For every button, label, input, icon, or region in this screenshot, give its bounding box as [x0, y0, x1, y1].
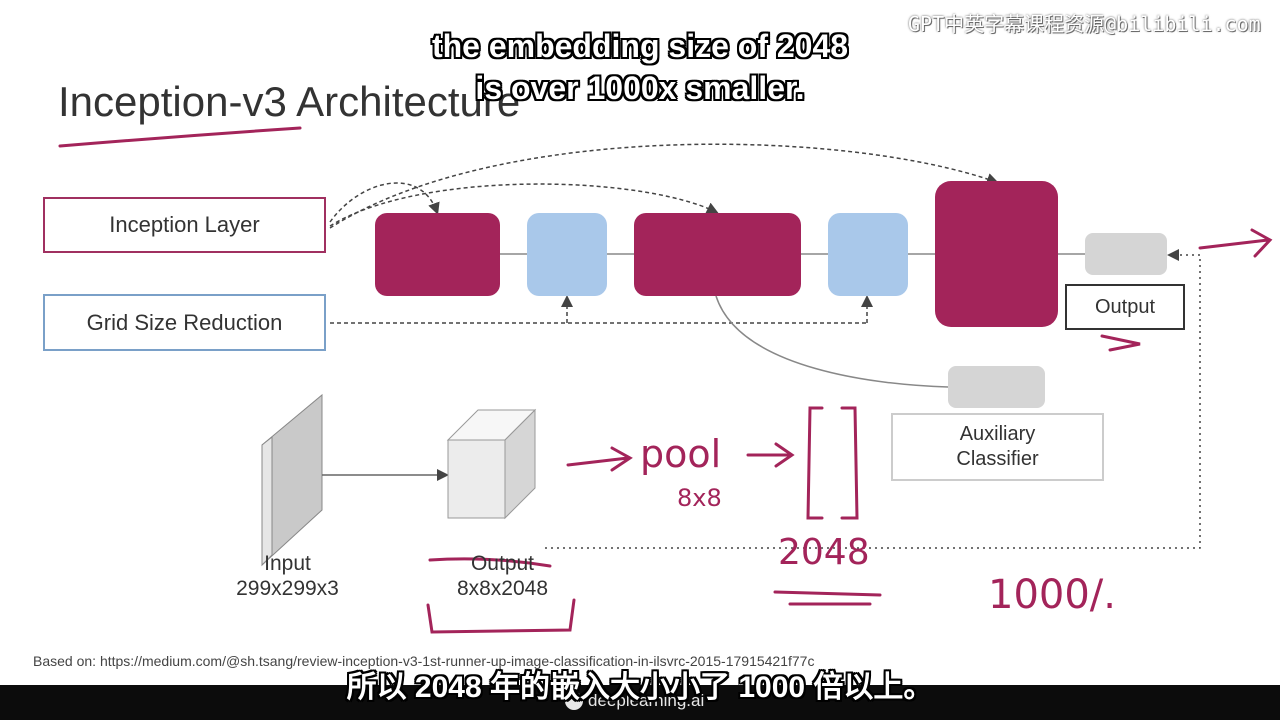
pen-brace-dims	[426, 598, 576, 634]
pen-mark-output	[1100, 334, 1141, 352]
legend-grid-size-reduction: Grid Size Reduction	[43, 294, 326, 351]
aux-connector	[715, 295, 949, 388]
pen-arrow-1	[566, 446, 633, 472]
pen-underline-2048	[773, 590, 882, 606]
input-name: Input	[264, 552, 311, 575]
aux-line-1: Auxiliary	[959, 423, 1036, 445]
feature-output-label: Output 8x8x2048	[420, 551, 585, 601]
annotation-1000x: 1000/.	[988, 572, 1116, 618]
legend-inception-layer: Inception Layer	[43, 197, 326, 253]
deeplearning-logo-icon	[565, 692, 583, 710]
inception-block-3	[935, 181, 1058, 327]
arrow-to-block3	[329, 183, 719, 227]
annotation-pool-size: 8x8	[677, 484, 722, 512]
output-cube	[446, 408, 537, 520]
feature-output-dims: 8x8x2048	[456, 577, 549, 600]
source-citation: Based on: https://medium.com/@sh.tsang/r…	[33, 653, 815, 669]
arrow-to-block5	[329, 143, 999, 229]
reduction-block-1	[527, 213, 607, 296]
reduction-block-2	[828, 213, 908, 296]
output-label-box: Output	[1065, 284, 1185, 330]
aux-line-2: Classifier	[956, 448, 1039, 470]
auxiliary-classifier-box: Auxiliary Classifier	[891, 413, 1104, 481]
subtitle-english-line-1: the embedding size of 2048	[431, 28, 849, 64]
subtitle-english-line-2: is over 1000x smaller.	[475, 70, 805, 106]
footer-brand: deeplearning.ai	[588, 691, 705, 710]
subtitle-chinese: 所以 2048 年的嵌入大小小了 1000 倍以上。	[346, 671, 934, 704]
watermark: GPT中英字幕课程资源@bilibili.com	[908, 12, 1261, 36]
title-underline	[58, 126, 302, 148]
output-node	[1085, 233, 1167, 275]
input-tensor	[261, 393, 323, 567]
pen-bracket-left	[806, 406, 824, 520]
inception-block-1	[375, 213, 500, 296]
pen-mark-arrow	[1198, 228, 1273, 258]
input-dims: 299x299x3	[236, 577, 339, 600]
footer-bar	[0, 685, 1280, 720]
annotation-2048: 2048	[778, 532, 870, 573]
feature-output-name: Output	[470, 552, 535, 575]
arrow-to-block1	[329, 182, 440, 223]
pen-bracket-right	[840, 406, 859, 520]
aux-node	[948, 366, 1045, 408]
pen-arrow-2	[746, 442, 795, 468]
input-label: Input 299x299x3	[205, 551, 370, 601]
page-title: Inception-v3 Architecture	[58, 78, 521, 125]
pen-strike-output	[428, 557, 552, 568]
annotation-pool: pool	[640, 432, 722, 476]
inception-block-2	[634, 213, 801, 296]
